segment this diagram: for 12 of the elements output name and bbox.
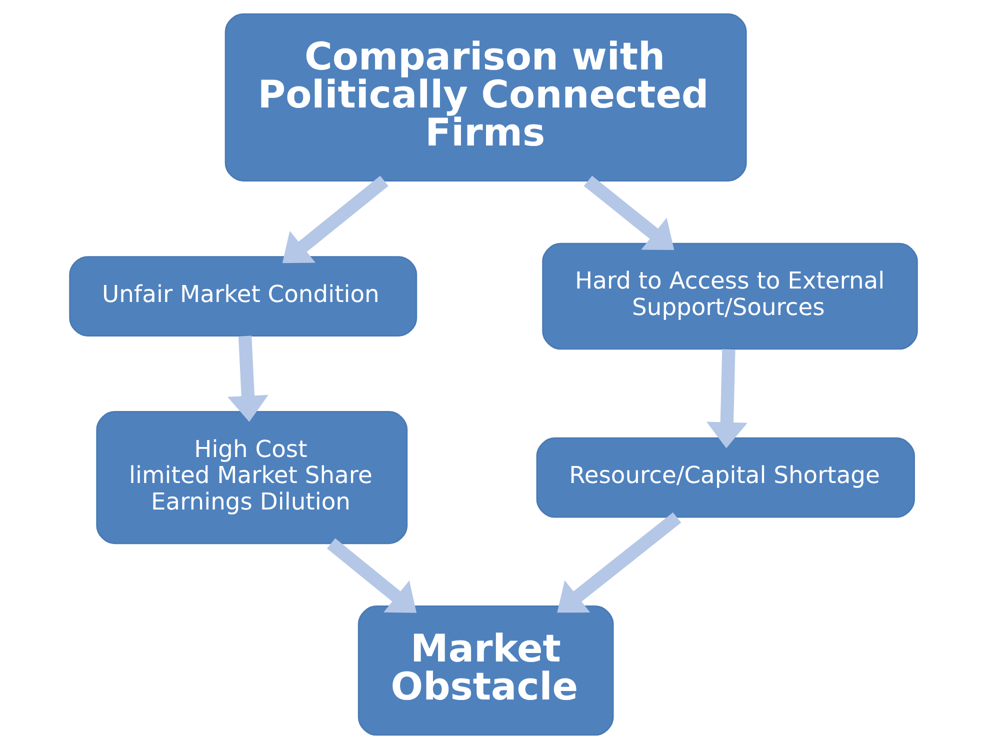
node-box: Comparison with Politically Connected Firms (224, 13, 747, 182)
arrow (706, 349, 748, 448)
arrow (326, 538, 417, 613)
node-box: Market Obstacle (358, 606, 614, 736)
node-box: High Cost limited Market Share Earnings Dilution (96, 411, 408, 544)
arrow (584, 176, 674, 250)
arrow (227, 336, 268, 422)
arrow (557, 512, 682, 613)
node-box: Resource/Capital Shortage (536, 437, 915, 518)
node-box: Unfair Market Condition (69, 256, 418, 336)
node-box: Hard to Access to External Support/Sources (542, 242, 918, 350)
arrow (282, 176, 388, 264)
